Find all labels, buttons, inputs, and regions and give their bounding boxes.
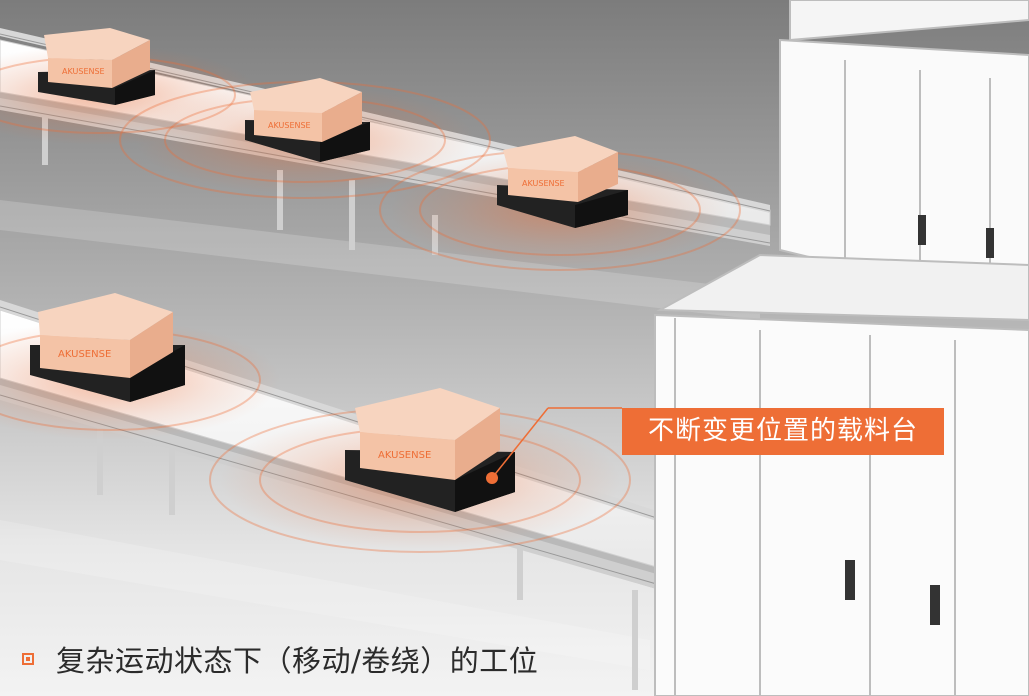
cargo-box: AKUSENSE	[250, 78, 362, 142]
box-brand-label: AKUSENSE	[62, 67, 105, 76]
floor-reflection	[0, 200, 760, 670]
callout-label: 不断变更位置的载料台	[622, 408, 944, 455]
cargo-box: AKUSENSE	[355, 388, 500, 480]
cargo-box: AKUSENSE	[503, 136, 618, 202]
cargo-box: AKUSENSE	[38, 293, 173, 378]
box-brand-label: AKUSENSE	[58, 349, 111, 360]
bullet-icon	[22, 653, 34, 665]
caption: 复杂运动状态下（移动/卷绕）的工位	[22, 636, 538, 682]
cabinet-back	[779, 0, 1029, 312]
box-brand-label: AKUSENSE	[378, 450, 431, 461]
box-brand-label: AKUSENSE	[522, 179, 565, 188]
callout-leader-line	[491, 407, 549, 479]
box-brand-label: AKUSENSE	[268, 121, 311, 130]
caption-text: 复杂运动状态下（移动/卷绕）的工位	[56, 644, 539, 678]
cargo-box: AKUSENSE	[44, 28, 150, 88]
